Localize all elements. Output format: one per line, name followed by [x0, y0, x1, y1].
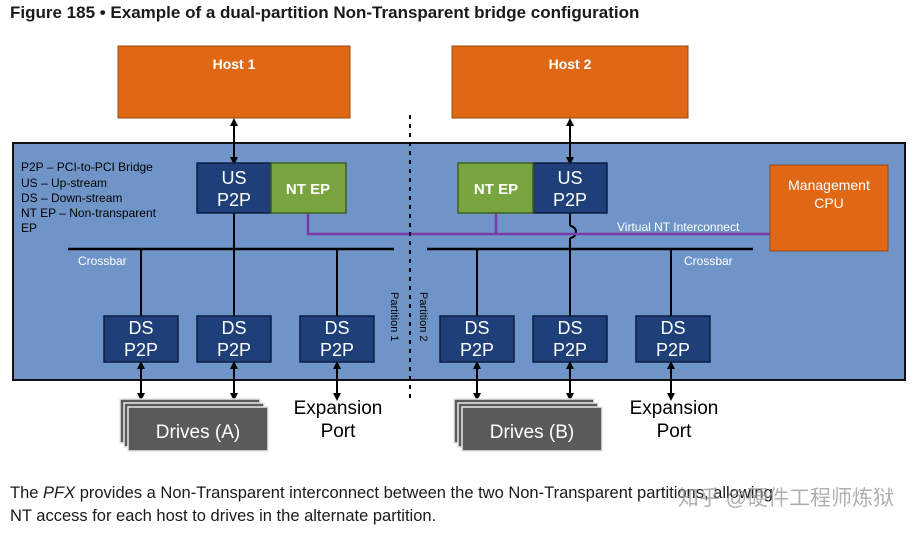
svg-text:DS: DS — [557, 318, 582, 338]
virtual-nt-interconnect-line — [306, 213, 770, 236]
ds-p2p-bridge: DS P2P — [103, 315, 179, 363]
crossbar-2-label: Crossbar — [684, 254, 733, 268]
caption-text: provides a Non-Transparent interconnect … — [75, 484, 773, 502]
svg-text:Expansion: Expansion — [294, 398, 383, 419]
legend-item: P2P – PCI-to-PCI Bridge — [21, 160, 153, 174]
nt-ep-2: NT EP — [457, 162, 534, 214]
legend-item: DS – Down-stream — [21, 191, 122, 205]
p2p-label: P2P — [217, 190, 251, 210]
svg-text:P2P: P2P — [320, 340, 354, 360]
svg-text:P2P: P2P — [217, 340, 251, 360]
host-1-label: Host 1 — [213, 56, 256, 72]
drives-b-label: Drives (B) — [490, 422, 574, 443]
us-label: US — [557, 168, 582, 188]
p2p-label: P2P — [553, 190, 587, 210]
figure-caption: The PFX provides a Non-Transparent inter… — [10, 482, 910, 528]
us-p2p-bridge-1: US P2P — [196, 162, 272, 214]
svg-text:Port: Port — [657, 421, 693, 442]
svg-text:DS: DS — [128, 318, 153, 338]
drives-b-stack: Drives (B) — [453, 398, 603, 452]
nt-ep-1: NT EP — [270, 162, 347, 214]
ds-p2p-bridge: DS P2P — [196, 315, 272, 363]
ds-p2p-bridge: DS P2P — [635, 315, 711, 363]
svg-text:DS: DS — [660, 318, 685, 338]
crossbar-1-label: Crossbar — [78, 254, 127, 268]
legend-item: US – Up-stream — [21, 176, 107, 190]
nt-ep-label: NT EP — [474, 181, 518, 198]
svg-text:P2P: P2P — [460, 340, 494, 360]
ds-p2p-bridge: DS P2P — [299, 315, 375, 363]
legend-item: EP — [21, 221, 37, 235]
partition-1-label: Partition 1 — [388, 292, 400, 342]
legend-item: NT EP – Non-transparent — [21, 206, 157, 220]
svg-text:P2P: P2P — [124, 340, 158, 360]
virtual-nt-interconnect-label: Virtual NT Interconnect — [617, 220, 740, 234]
us-p2p-bridge-2: US P2P — [532, 162, 608, 214]
expansion-port-1: Expansion Port — [294, 398, 383, 442]
expansion-port-2: Expansion Port — [630, 398, 719, 442]
watermark: 知乎 @硬件工程师炼狱 — [677, 487, 894, 510]
svg-text:P2P: P2P — [553, 340, 587, 360]
caption-product-name: PFX — [43, 484, 76, 502]
caption-text: NT access for each host to drives in the… — [10, 507, 437, 525]
svg-text:P2P: P2P — [656, 340, 690, 360]
management-cpu-line2: CPU — [814, 195, 844, 211]
svg-text:DS: DS — [221, 318, 246, 338]
ds-p2p-bridge: DS P2P — [532, 315, 608, 363]
drives-a-stack: Drives (A) — [119, 398, 269, 452]
figure-title: Figure 185 • Example of a dual-partition… — [10, 3, 640, 22]
management-cpu-box: Management CPU — [769, 164, 889, 252]
drives-a-label: Drives (A) — [156, 422, 240, 443]
partition-2-label: Partition 2 — [417, 292, 429, 342]
caption-text: The — [10, 484, 44, 502]
svg-text:Expansion: Expansion — [630, 398, 719, 419]
nt-ep-label: NT EP — [286, 181, 330, 198]
svg-text:DS: DS — [464, 318, 489, 338]
host-2-label: Host 2 — [549, 56, 592, 72]
us-label: US — [221, 168, 246, 188]
host-2-box: Host 2 — [451, 45, 689, 119]
svg-text:Port: Port — [321, 421, 357, 442]
legend: P2P – PCI-to-PCI Bridge US – Up-stream D… — [21, 160, 157, 235]
svg-text:DS: DS — [324, 318, 349, 338]
host-1-box: Host 1 — [117, 45, 351, 119]
ds-p2p-bridge: DS P2P — [439, 315, 515, 363]
crossover-hop — [569, 225, 577, 239]
management-cpu-line1: Management — [788, 177, 870, 193]
